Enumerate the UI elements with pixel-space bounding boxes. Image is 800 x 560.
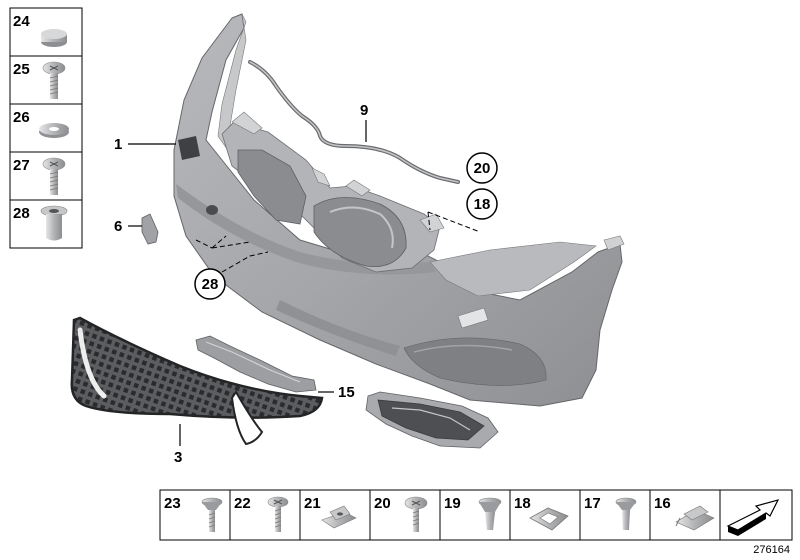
spacer-sleeve-icon <box>40 205 68 241</box>
callout-1: 1 <box>114 136 176 153</box>
bottom-cell-20[interactable]: 20 <box>374 495 428 532</box>
circle-callout-20: 20 <box>466 152 498 184</box>
front-bumper[interactable] <box>173 13 625 407</box>
callout-9: 9 <box>360 102 368 142</box>
part-number: 16 <box>654 495 671 512</box>
callout-3: 3 <box>174 424 182 466</box>
clip-nut-icon <box>675 505 715 531</box>
arrow-icon <box>726 499 780 536</box>
expanding-rivet-icon <box>478 497 502 530</box>
callout-label: 18 <box>474 196 491 213</box>
screw-icon <box>404 496 428 532</box>
washer-icon <box>39 123 69 138</box>
left-cell-25[interactable]: 25 <box>13 61 66 99</box>
clip-nut-icon <box>321 505 357 529</box>
left-cell-26[interactable]: 26 <box>13 109 69 138</box>
lower-grille[interactable] <box>70 316 324 446</box>
part-number: 23 <box>164 495 181 512</box>
screw-icon <box>267 496 289 532</box>
bottom-cell-22[interactable]: 22 <box>234 495 289 532</box>
left-cell-28[interactable]: 28 <box>13 205 68 241</box>
part-number: 19 <box>444 495 461 512</box>
cap-icon <box>41 29 67 47</box>
callout-label: 15 <box>338 384 355 401</box>
part-number: 22 <box>234 495 251 512</box>
grille-support[interactable] <box>195 335 317 393</box>
part-number: 20 <box>374 495 391 512</box>
part-number: 24 <box>13 13 30 30</box>
callout-label: 1 <box>114 136 122 153</box>
bottom-cell-23[interactable]: 23 <box>164 495 223 532</box>
circle-callout-28: 28 <box>194 235 269 300</box>
callout-label: 28 <box>202 276 219 293</box>
callout-6: 6 <box>114 218 142 235</box>
diagram-id: 276164 <box>753 544 790 556</box>
part-number: 25 <box>13 61 30 78</box>
part-number: 17 <box>584 495 601 512</box>
screw-icon <box>42 157 66 195</box>
callout-label: 9 <box>360 102 368 119</box>
part-number: 28 <box>13 205 30 222</box>
seal-strip[interactable] <box>248 60 460 184</box>
callout-label: 3 <box>174 449 182 466</box>
part-number: 26 <box>13 109 30 126</box>
callout-label: 20 <box>474 160 491 177</box>
bottom-cell-21[interactable]: 21 <box>304 495 357 529</box>
left-parts-panel: 24 25 26 <box>9 7 83 249</box>
left-cell-24[interactable]: 24 <box>13 13 67 47</box>
left-cell-27[interactable]: 27 <box>13 157 66 195</box>
circle-callout-18: 18 <box>427 188 498 233</box>
part-number: 27 <box>13 157 30 174</box>
part-number: 21 <box>304 495 321 512</box>
expanding-rivet-icon <box>615 497 637 530</box>
bottom-parts-panel: 23 22 21 <box>159 489 793 541</box>
side-bracket[interactable] <box>141 213 159 245</box>
callout-15: 15 <box>318 384 355 401</box>
part-number: 18 <box>514 495 531 512</box>
bottom-cell-arrow[interactable] <box>726 499 780 536</box>
expanding-rivet-icon <box>201 497 223 532</box>
bottom-cell-19[interactable]: 19 <box>444 495 502 530</box>
bottom-cell-16[interactable]: 16 <box>654 495 715 531</box>
callout-label: 6 <box>114 218 122 235</box>
grommet-icon <box>529 507 569 531</box>
bottom-cell-17[interactable]: 17 <box>584 495 637 530</box>
air-duct-trim[interactable] <box>365 391 499 449</box>
bottom-cell-18[interactable]: 18 <box>514 495 569 531</box>
screw-icon <box>42 61 66 99</box>
